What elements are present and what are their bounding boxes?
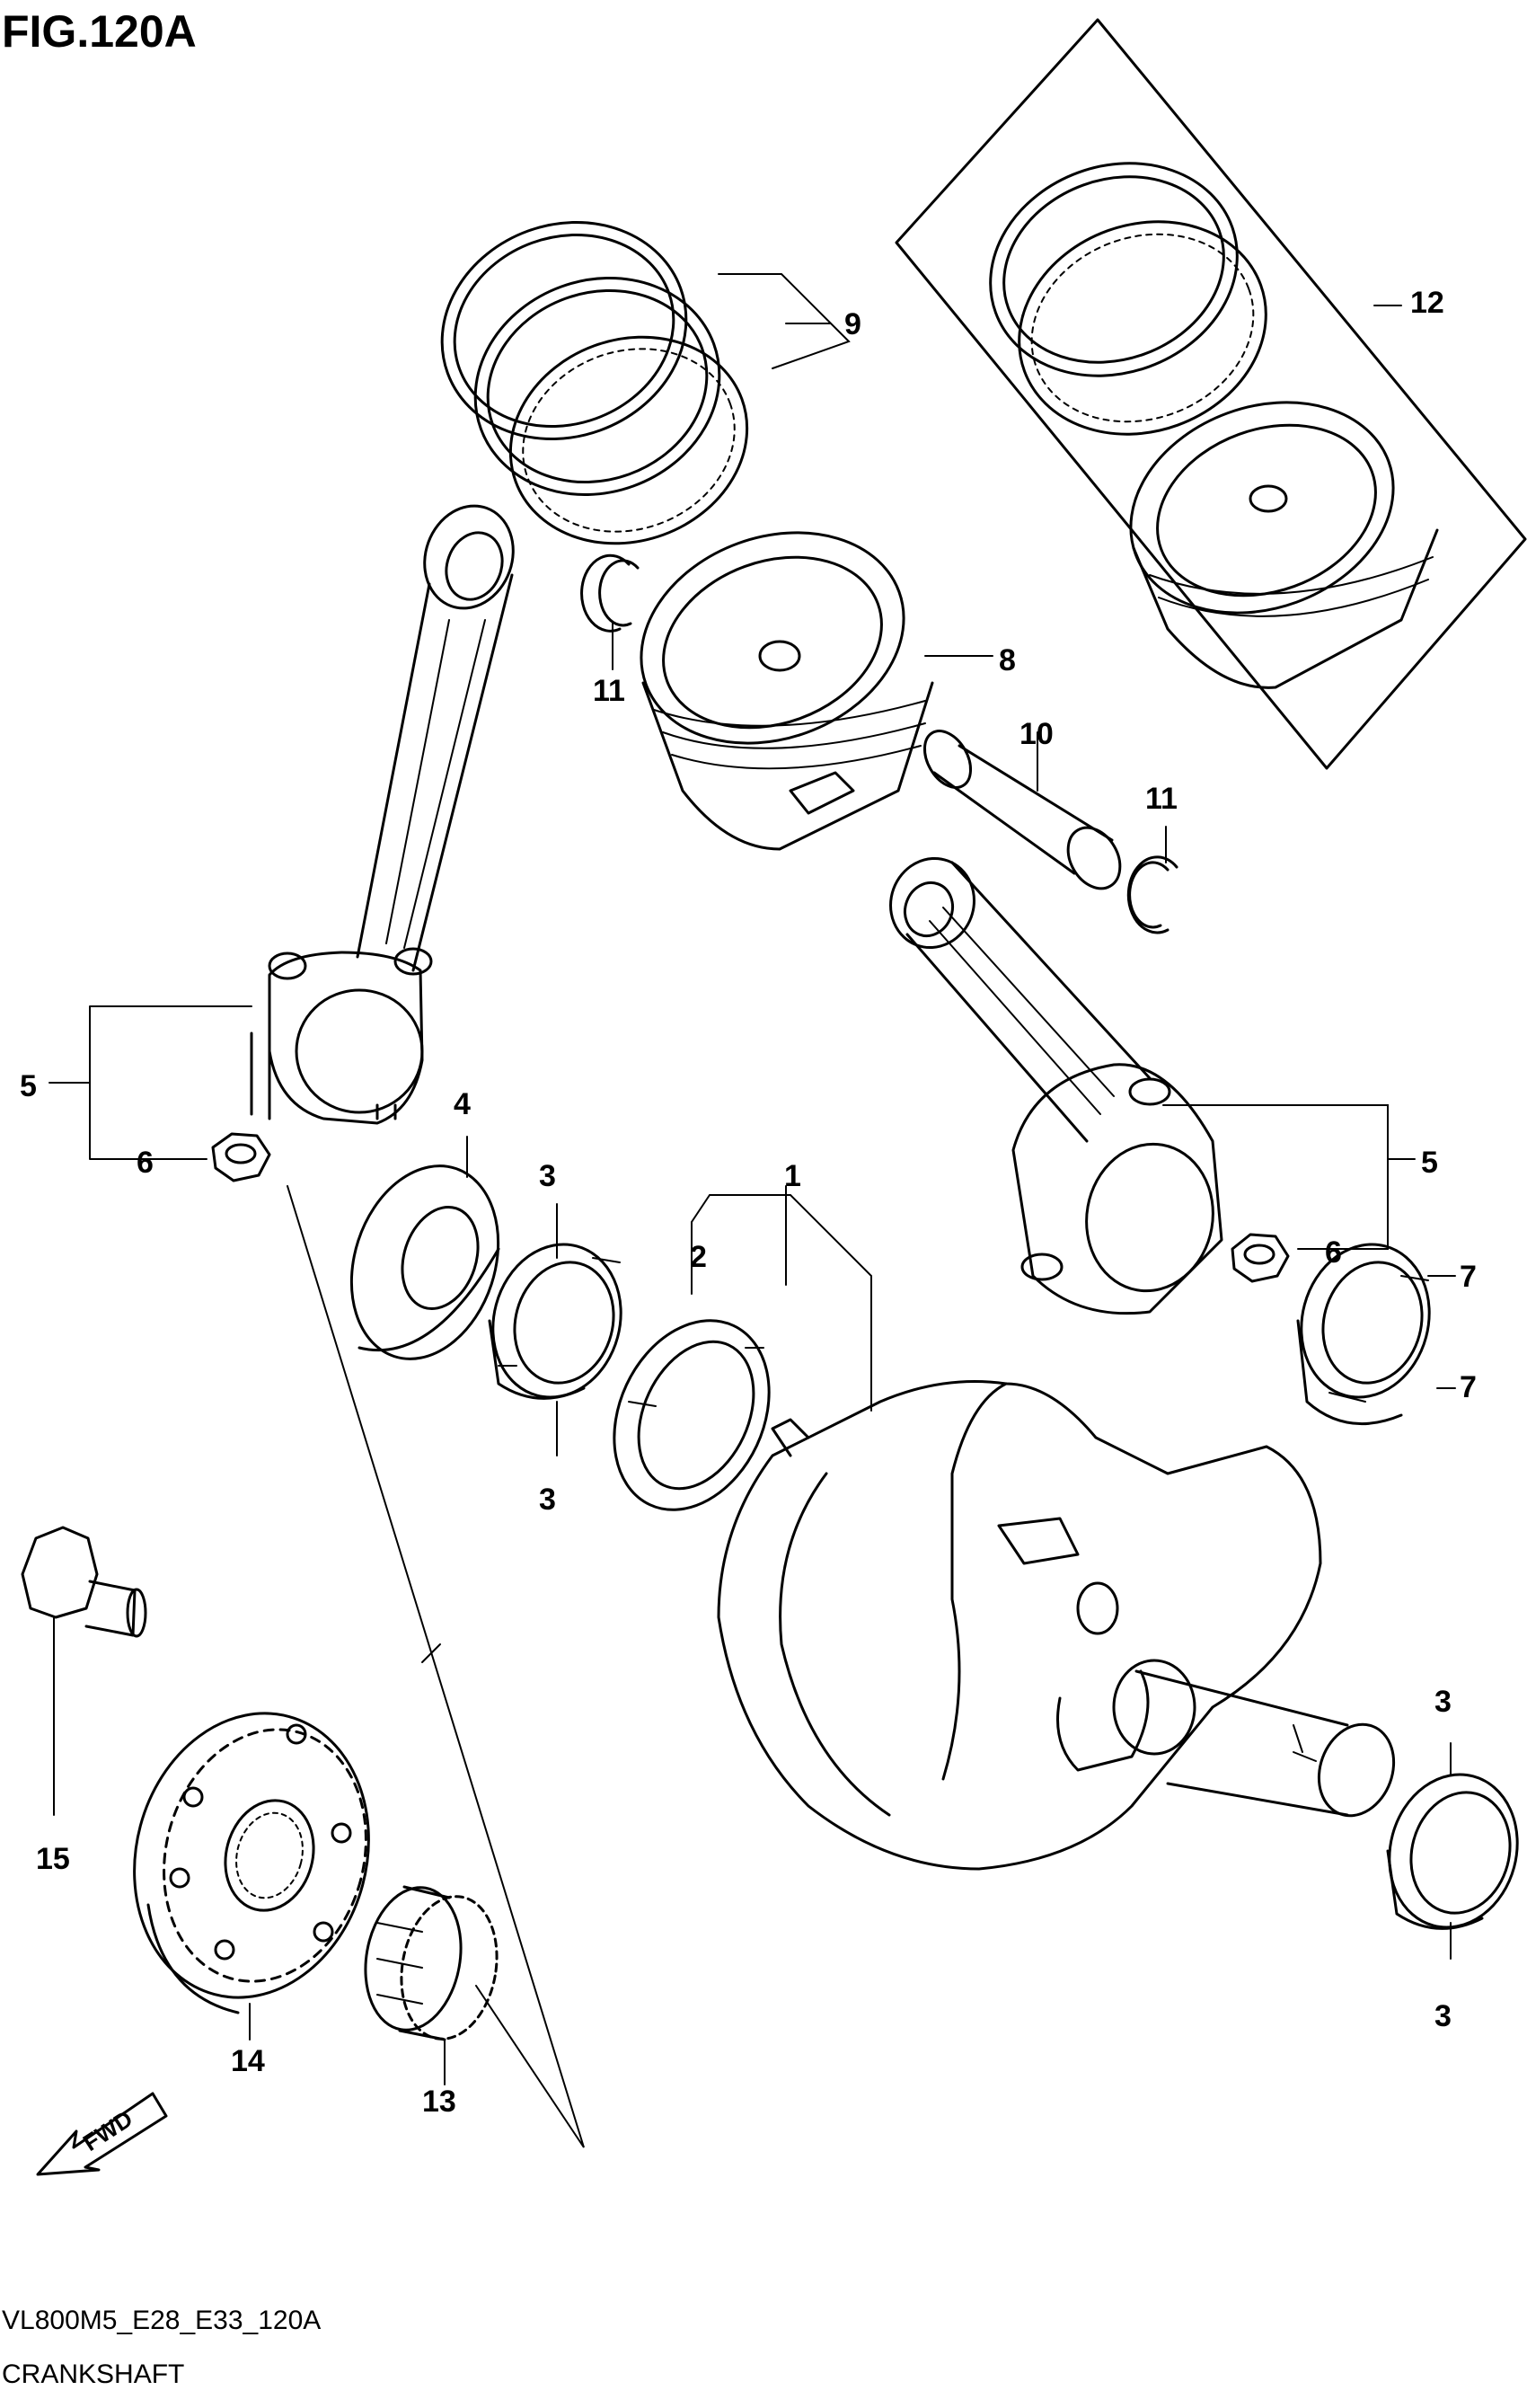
figure-name: CRANKSHAFT [2,2359,184,2389]
callout-7-a: 7 [1460,1260,1477,1294]
piston-kit [989,162,1439,689]
primary-drive-gear [133,1712,370,2014]
callout-12: 12 [1410,286,1444,320]
piston-rings [440,220,749,545]
connecting-rod-right [889,856,1223,1315]
callout-5-right: 5 [1421,1146,1438,1180]
callout-3-a: 3 [539,1159,556,1193]
callout-10: 10 [1019,717,1054,751]
callout-11-b: 11 [1145,782,1178,816]
callout-2: 2 [690,1240,707,1274]
piston [640,531,934,851]
callout-13: 13 [422,2085,456,2119]
piston-pin [922,730,1122,890]
nut-left [211,1132,271,1182]
bolt [21,1526,147,1638]
callout-7-b: 7 [1460,1370,1477,1404]
callout-9: 9 [844,307,861,341]
leader-lines [49,273,1456,2148]
thrust-bearing [613,1319,771,1511]
callout-8: 8 [999,643,1016,677]
callout-11-a: 11 [593,674,625,708]
forward-arrow-icon: FWD [36,2092,168,2176]
callout-5-left: 5 [20,1069,37,1103]
callout-6-right: 6 [1325,1235,1342,1270]
figure-code: VL800M5_E28_E33_120A [2,2306,321,2335]
callout-numbers: 1 2 3 3 3 3 4 5 5 6 6 7 7 8 9 10 11 11 1… [20,286,1477,2119]
crank-bearing-right [1386,1773,1519,1930]
small-gear [364,1885,499,2041]
callout-6-left: 6 [137,1146,154,1180]
nut-right [1231,1233,1290,1283]
conrod-bearings [1296,1243,1431,1426]
thrust-washer [349,1164,500,1360]
callout-3-b: 3 [539,1483,556,1517]
connecting-rod-left [250,504,515,1125]
callout-4: 4 [454,1087,471,1121]
callout-1: 1 [784,1159,801,1193]
crankshaft [717,1380,1396,1871]
circlips [580,553,1178,934]
callout-3-d: 3 [1434,1999,1452,2033]
figure-title: FIG.120A [2,6,197,57]
callout-3-c: 3 [1434,1685,1452,1719]
callout-15: 15 [36,1842,70,1876]
callout-14: 14 [231,2044,265,2078]
crank-bearing-left [488,1243,622,1400]
piston-kit-frame [895,18,1527,770]
